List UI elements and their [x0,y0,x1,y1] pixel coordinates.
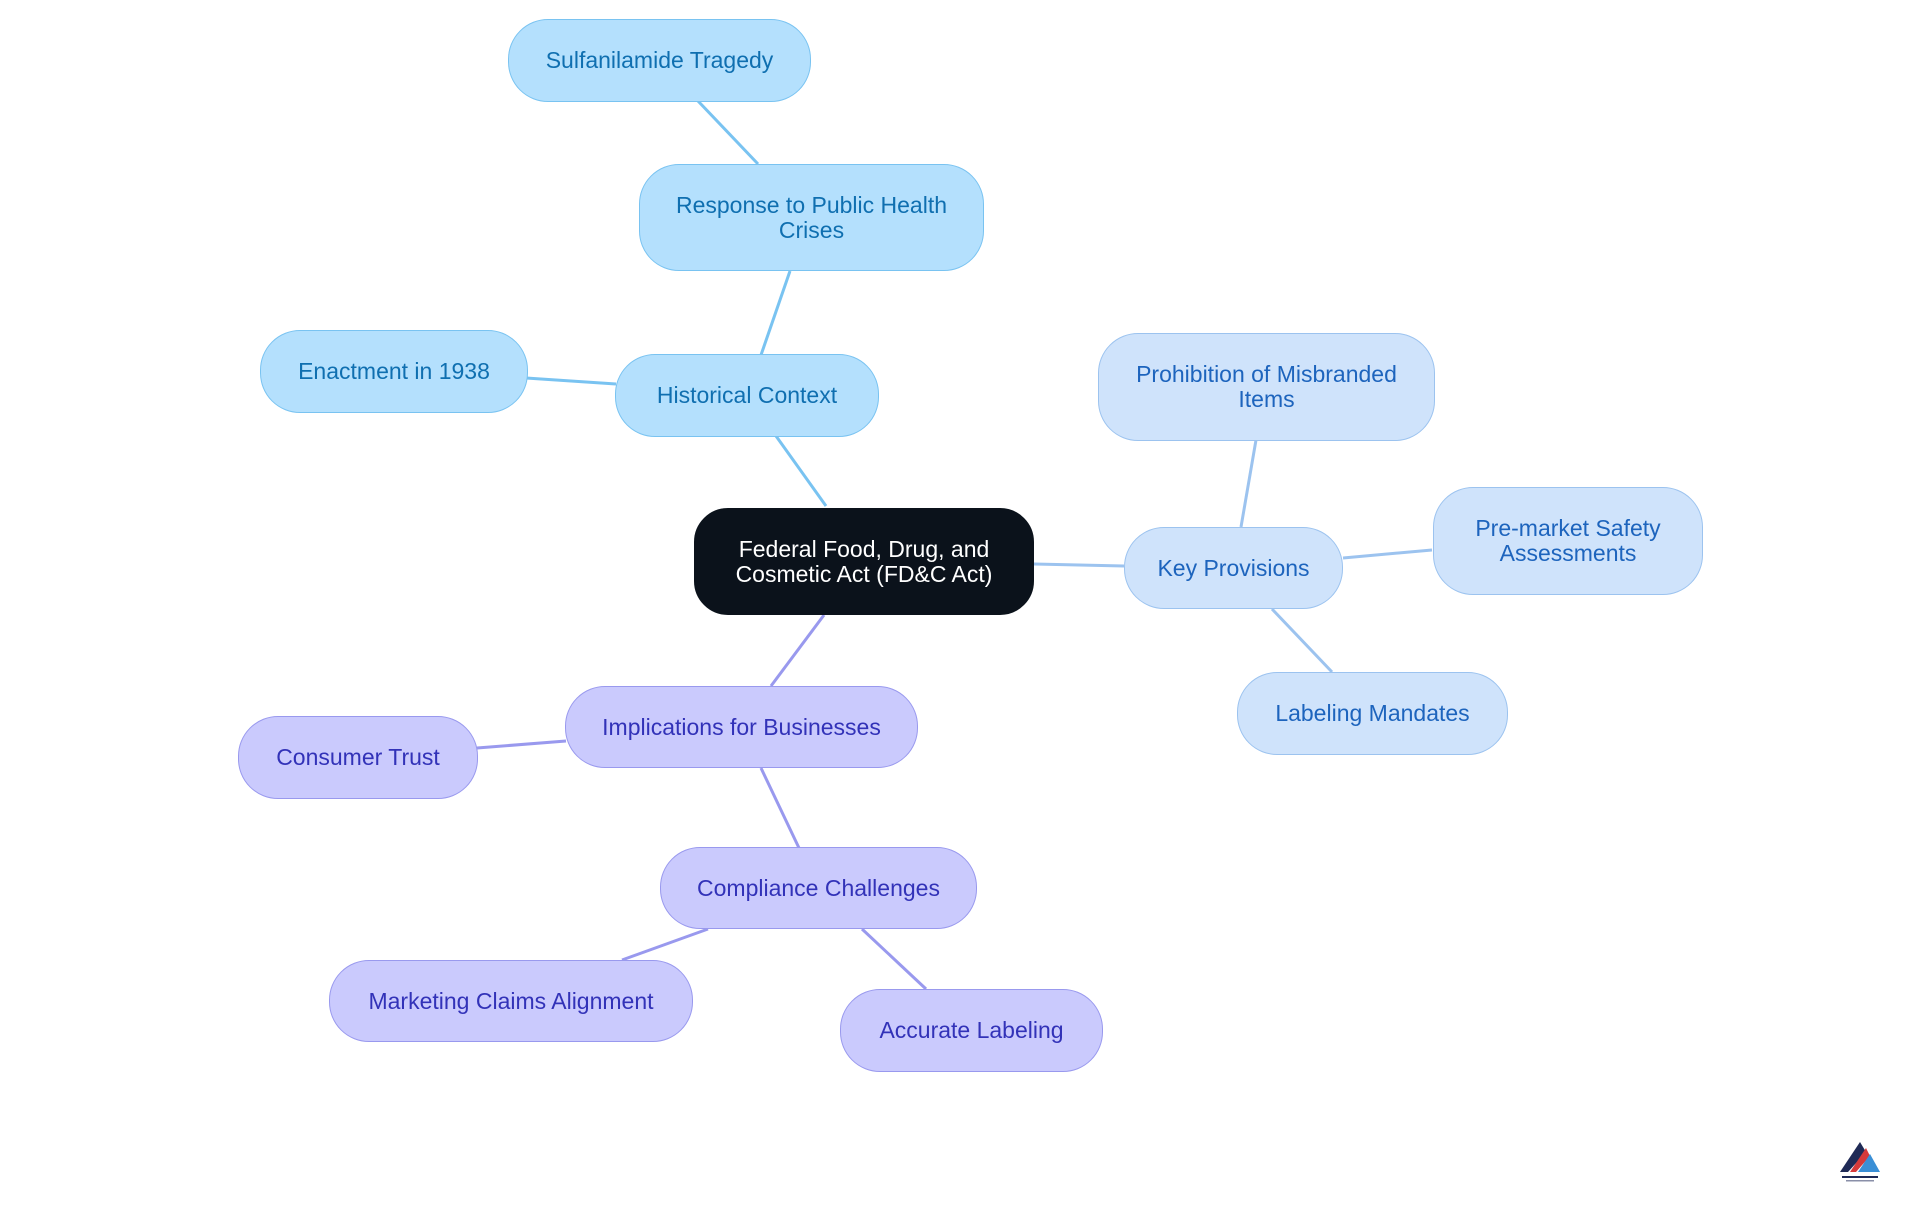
edge-provisions-premarket [1342,548,1433,560]
edge-provisions-misbranded [1239,439,1258,528]
node-accurate-labeling[interactable]: Accurate Labeling [840,989,1103,1072]
edge-root-historical [774,435,828,507]
edge-historical-enactment [525,376,617,386]
node-compliance-challenges[interactable]: Compliance Challenges [660,847,977,929]
node-response-to-public-health-crises[interactable]: Response to Public Health Crises [639,164,984,271]
node-key-provisions[interactable]: Key Provisions [1124,527,1343,609]
edge-provisions-labeling [1270,607,1334,674]
edge-compliance-accurate [860,927,928,991]
edge-implications-compliance [759,767,801,849]
edge-implications-consumer [476,739,567,750]
node-historical-context[interactable]: Historical Context [615,354,879,437]
edge-response-sulfanilamide [696,99,760,166]
node-sulfanilamide-tragedy[interactable]: Sulfanilamide Tragedy [508,19,811,102]
root-node[interactable]: Federal Food, Drug, and Cosmetic Act (FD… [694,508,1034,615]
edge-root-implications [769,614,826,687]
edge-root-provisions [1033,562,1125,568]
node-consumer-trust[interactable]: Consumer Trust [238,716,478,799]
node-marketing-claims-alignment[interactable]: Marketing Claims Alignment [329,960,693,1042]
node-implications-for-businesses[interactable]: Implications for Businesses [565,686,918,768]
node-pre-market-safety-assessments[interactable]: Pre-market Safety Assessments [1433,487,1703,595]
edge-historical-response [759,270,792,356]
node-prohibition-of-misbranded-items[interactable]: Prohibition of Misbranded Items [1098,333,1435,441]
node-labeling-mandates[interactable]: Labeling Mandates [1237,672,1508,755]
edge-compliance-marketing [621,927,709,962]
node-enactment-in-1938[interactable]: Enactment in 1938 [260,330,528,413]
brand-logo-icon [1840,1142,1880,1182]
